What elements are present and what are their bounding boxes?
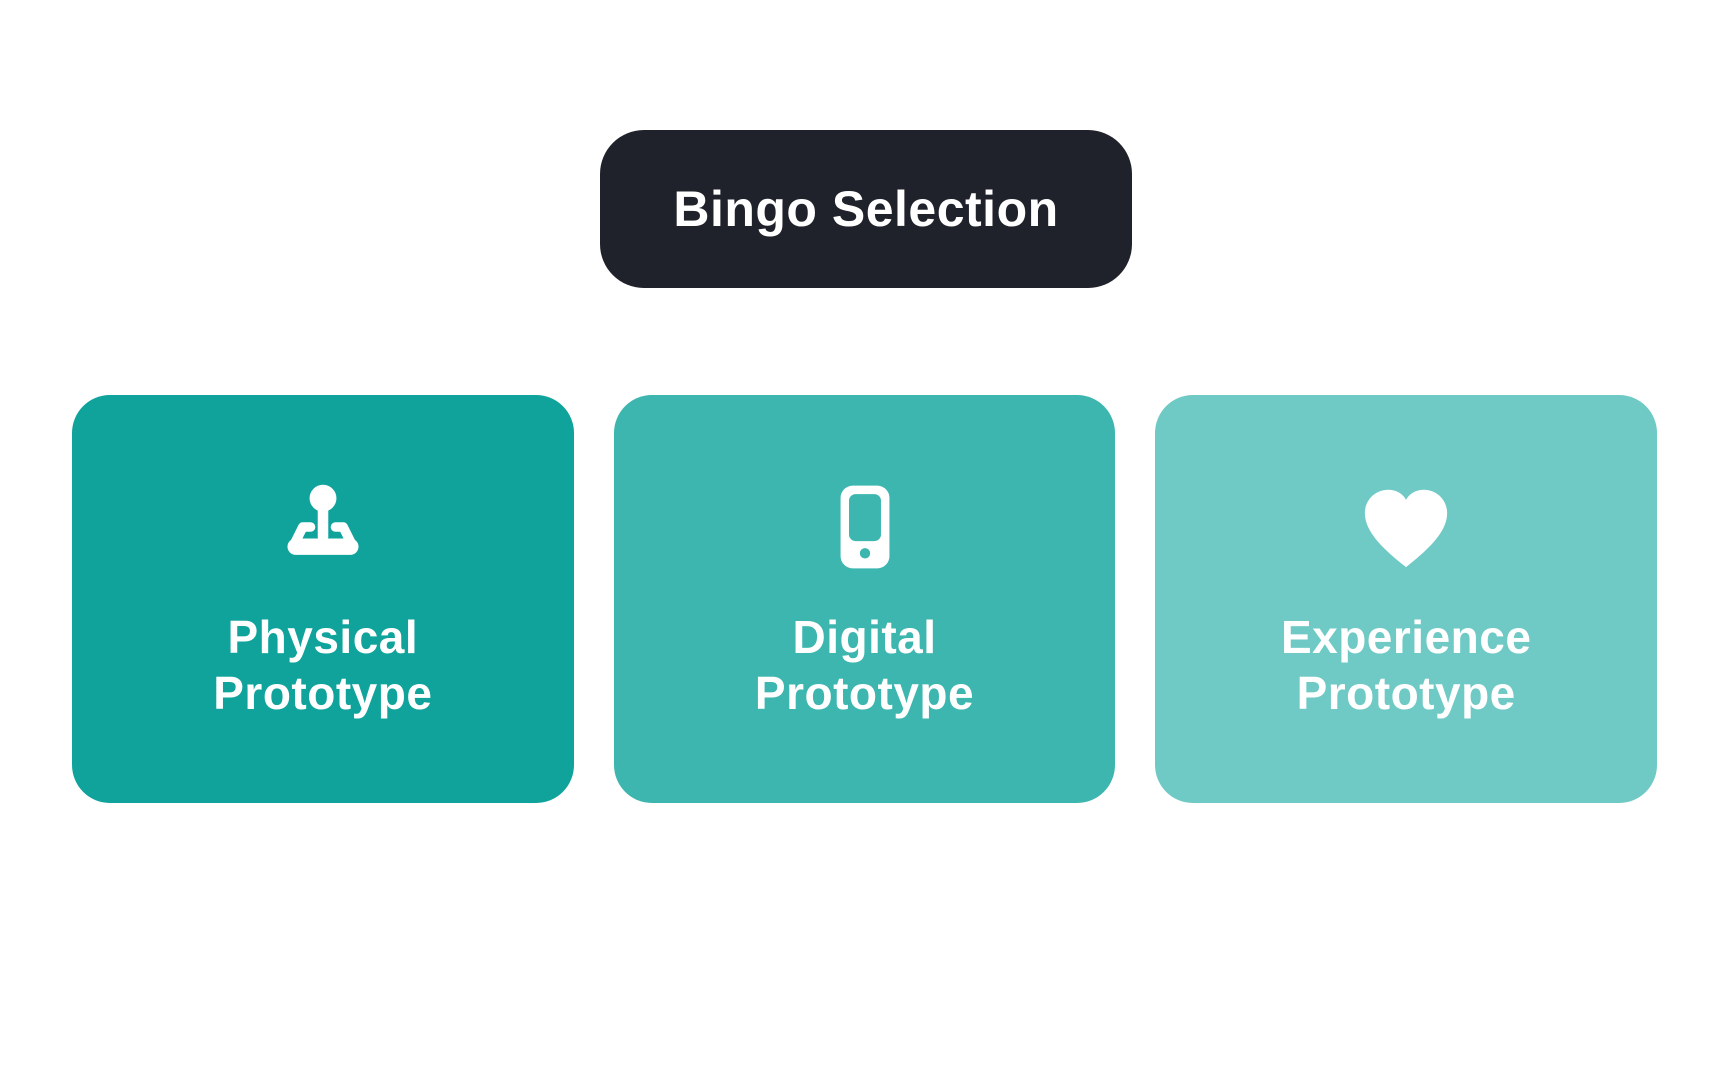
card-experience-prototype[interactable]: Experience Prototype xyxy=(1155,395,1658,803)
card-label: Digital Prototype xyxy=(754,610,975,719)
header-pill: Bingo Selection xyxy=(600,130,1132,288)
card-label: Experience Prototype xyxy=(1280,610,1532,719)
card-label: Physical Prototype xyxy=(213,610,433,719)
card-physical-prototype[interactable]: Physical Prototype xyxy=(72,395,574,803)
prototype-options-row: Physical Prototype Digital Prototype Exp… xyxy=(72,395,1658,803)
tablet-icon xyxy=(818,477,912,577)
joystick-icon xyxy=(275,477,371,577)
card-digital-prototype[interactable]: Digital Prototype xyxy=(613,395,1116,803)
heart-icon xyxy=(1358,477,1454,577)
page-title: Bingo Selection xyxy=(673,181,1059,237)
